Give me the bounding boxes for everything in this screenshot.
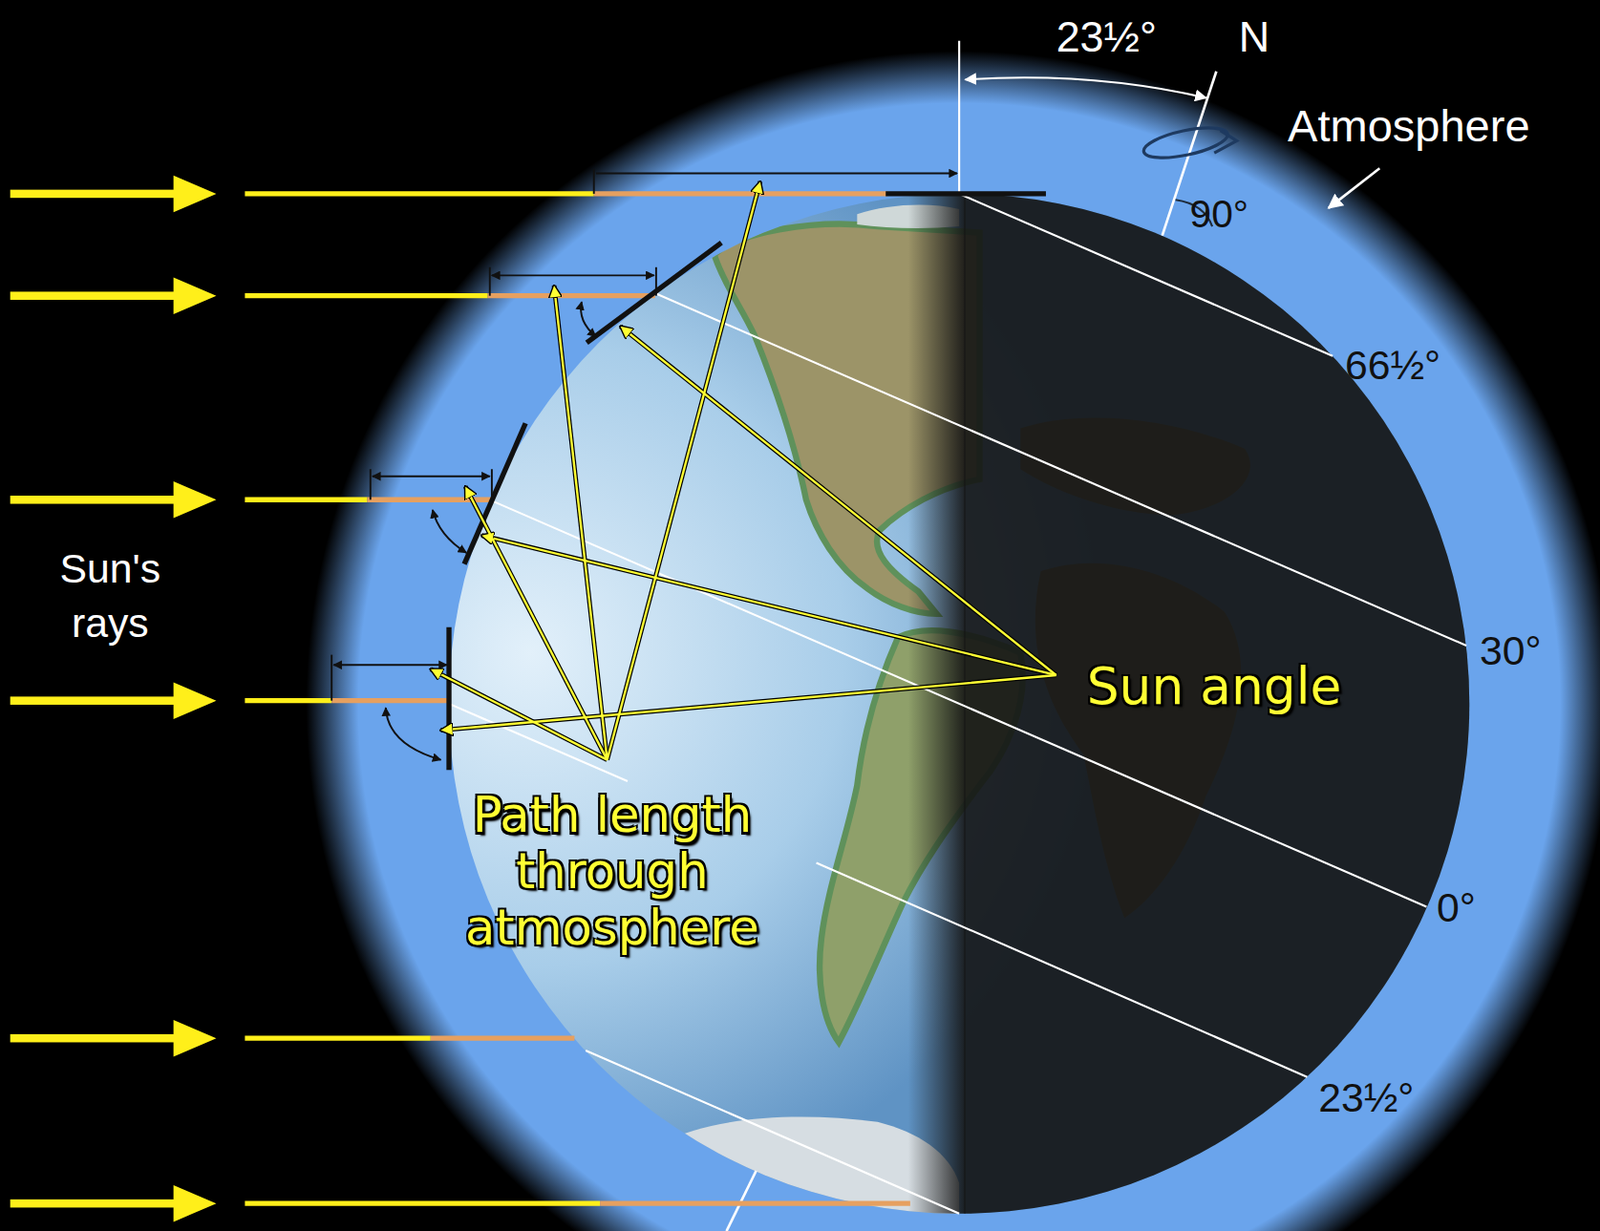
latitude-label: 66½° <box>1344 341 1441 390</box>
sun-rays-part-part <box>244 1200 600 1206</box>
continents-part <box>963 152 1494 1231</box>
latitude-label: 23½° <box>1318 1072 1414 1122</box>
sun-rays-part-part <box>331 698 449 704</box>
sun-rays-part-part <box>173 682 217 719</box>
callout-lines-part-part <box>554 285 608 761</box>
latitude-lines-part <box>656 294 1467 646</box>
surface-bars-part <box>586 242 722 343</box>
sun-rays-part-part <box>430 1035 576 1041</box>
sun-rays-part-part <box>173 1185 217 1222</box>
earth-axis-part <box>958 41 960 194</box>
sun-rays-part-part <box>488 293 656 299</box>
sun-rays-part-part <box>10 1034 185 1044</box>
sun-rays-part-part <box>10 1199 185 1209</box>
callout-label: Path length through atmosphere <box>413 787 812 957</box>
sun-rays-part-part <box>10 696 185 705</box>
callout-lines-part-part <box>607 181 761 761</box>
path-length-dimensions-part <box>489 267 491 297</box>
sun-angle-arcs-part <box>432 510 467 554</box>
angle-label: 90° <box>1190 192 1249 239</box>
path-length-dimensions-part <box>330 655 333 702</box>
path-length-dimensions-part <box>369 469 372 500</box>
continents-part <box>908 152 966 1231</box>
callout-lines-part <box>430 181 1057 761</box>
callout-lines-part <box>430 181 1057 761</box>
sun-rays-part-part <box>244 293 488 299</box>
surface-bars-part <box>446 627 451 771</box>
sun-rays-part-part <box>594 191 889 196</box>
sun-rays-part-part <box>173 277 217 314</box>
callout-lines-part-part <box>465 486 607 760</box>
earth-axis <box>726 41 1238 1231</box>
latitude-lines-part <box>585 1050 960 1215</box>
callout-lines-part-part <box>430 669 608 761</box>
sun-rays-part-part <box>599 1200 911 1206</box>
sun-rays-part-part <box>10 291 185 300</box>
latitude-label: 0° <box>1436 883 1476 933</box>
sun-angle-arcs-part <box>580 301 597 337</box>
sun-rays-part-part <box>244 698 332 704</box>
path-length-dimensions-part <box>333 663 448 666</box>
latitude-lines <box>448 193 1467 1215</box>
atmosphere-label: Atmosphere <box>1287 100 1530 154</box>
surface-bars-part <box>885 191 1046 196</box>
sun-rays-part-part <box>173 175 217 213</box>
callout-lines <box>430 181 1057 761</box>
angle-label: 23½° <box>1056 12 1157 64</box>
sun-rays-part-part <box>244 191 594 196</box>
earth-axis-part <box>965 77 1207 98</box>
sun-rays-part-part <box>244 497 367 503</box>
continents <box>653 152 1495 1231</box>
north-label: N <box>1238 12 1270 64</box>
sun-rays-part-part <box>173 1020 217 1057</box>
sun-rays-part <box>10 175 217 1223</box>
callout-lines-part-part <box>481 535 1056 676</box>
earth-axis-part <box>726 1171 757 1231</box>
path-length-dimensions-part <box>593 169 596 194</box>
callout-lines-part-part <box>430 669 608 761</box>
path-length-dimensions-part <box>491 274 655 277</box>
sun-rays-label: Sun's rays <box>28 540 192 651</box>
latitude-label: 30° <box>1479 626 1542 676</box>
latitude-lines-part <box>959 193 1333 357</box>
sun-angle-arcs-part <box>385 707 442 760</box>
callout-label: Sun angle <box>1087 656 1343 718</box>
earth-axis-part <box>1214 130 1238 153</box>
callout-lines-part-part <box>607 181 761 761</box>
sun-rays-part-part <box>244 1035 430 1041</box>
callout-lines-part-part <box>554 285 608 761</box>
sun-rays-part-part <box>173 481 217 518</box>
path-length-dimensions-part <box>596 172 958 175</box>
earth-axis-part <box>1141 122 1231 165</box>
latitude-lines-part <box>816 862 1308 1077</box>
path-length-dimensions-part <box>372 475 491 478</box>
callout-lines-part-part <box>465 486 607 760</box>
sun-rays-part-part <box>10 495 185 505</box>
atmosphere-pointer <box>1328 168 1380 209</box>
sun-rays-part-part <box>10 190 185 199</box>
atmosphere <box>305 50 1600 1231</box>
